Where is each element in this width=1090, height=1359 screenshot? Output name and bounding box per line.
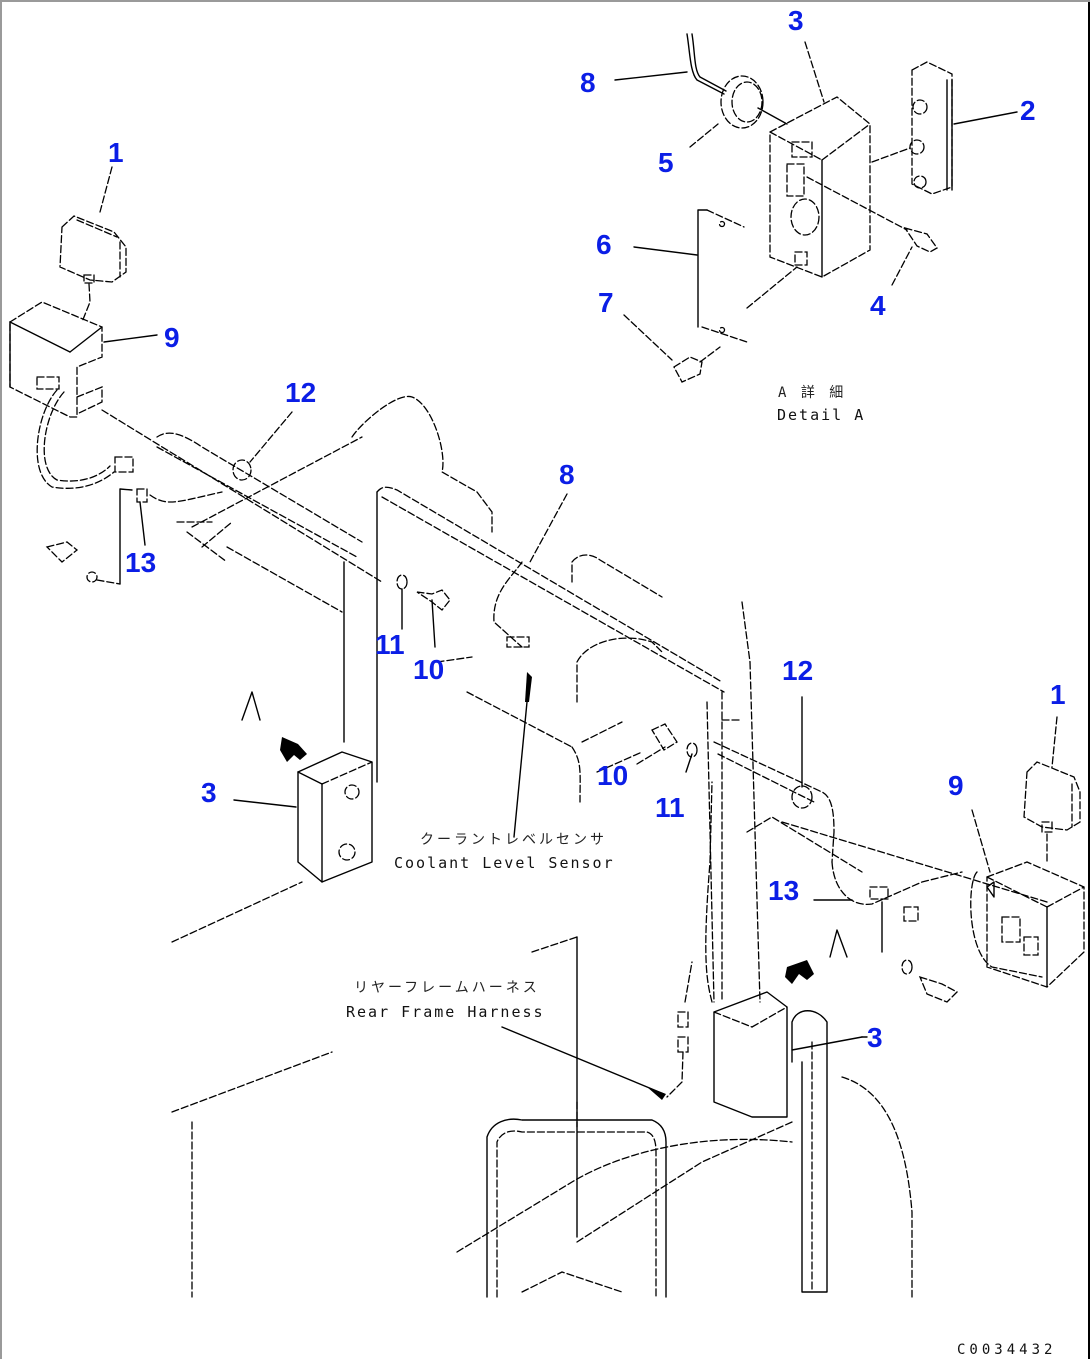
left-clamp-group — [45, 488, 223, 585]
callout-left-12[interactable]: 12 — [285, 377, 316, 408]
drawing-code: C0034432 — [957, 1342, 1056, 1358]
harness-label-jp: リヤーフレームハーネス — [354, 980, 540, 996]
callout-detail-5[interactable]: 5 — [658, 147, 674, 178]
callout-mid-8[interactable]: 8 — [559, 459, 575, 490]
view-marker-glyph-right — [829, 929, 848, 958]
callout-left-13[interactable]: 13 — [125, 547, 156, 578]
view-arrow-left — [280, 737, 307, 762]
coolant-sensor-arrow — [525, 672, 532, 702]
callout-detail-8[interactable]: 8 — [580, 67, 596, 98]
detail-label-jp: A 詳 細 — [778, 385, 846, 401]
callout-right-11[interactable]: 11 — [655, 792, 685, 823]
right-harness-group — [651, 719, 1048, 1003]
view-marker-glyph-left — [241, 691, 261, 721]
right-lamp-assembly — [970, 761, 1085, 988]
bulb-socket-part — [806, 176, 938, 253]
callout-right-13[interactable]: 13 — [768, 875, 799, 906]
left-bolt-washer — [396, 574, 451, 648]
view-arrow-right — [785, 960, 814, 984]
coolant-sensor-label-jp: クーラントレベルセンサ — [420, 832, 607, 848]
callout-numbers: 3 8 2 5 6 7 4 1 9 12 13 8 11 10 3 12 1 9… — [108, 5, 1066, 1053]
lamp-housing-part — [769, 96, 871, 278]
callout-mid-10[interactable]: 10 — [413, 654, 444, 685]
left-lamp-box — [280, 737, 373, 883]
left-harness-clip — [232, 459, 252, 481]
left-lamp-bracket — [9, 301, 103, 418]
bolt-part — [673, 346, 721, 383]
detail-wire-inner — [691, 33, 727, 92]
callout-right-10[interactable]: 10 — [597, 760, 628, 791]
callout-mid-11[interactable]: 11 — [375, 629, 405, 660]
right-lamp-box — [713, 960, 863, 1293]
coolant-sensor-label-en: Coolant Level Sensor — [394, 854, 615, 872]
callout-detail-2[interactable]: 2 — [1020, 95, 1036, 126]
callout-detail-4[interactable]: 4 — [870, 290, 886, 321]
rear-frame-harness-strand — [705, 781, 713, 1003]
callout-right-3[interactable]: 3 — [867, 1022, 883, 1053]
callout-detail-6[interactable]: 6 — [596, 229, 612, 260]
lower-handrail — [486, 1118, 667, 1298]
right-harness-clip — [791, 785, 813, 809]
callout-left-1[interactable]: 1 — [108, 137, 124, 168]
callout-left-9[interactable]: 9 — [164, 322, 180, 353]
leader-lines — [99, 41, 1058, 1100]
callout-right-9[interactable]: 9 — [948, 770, 964, 801]
gasket-plate-part — [697, 209, 798, 343]
left-lamp-cable — [36, 389, 115, 489]
lamp-lens-part — [871, 61, 953, 195]
callout-detail-7[interactable]: 7 — [598, 287, 614, 318]
callout-detail-3[interactable]: 3 — [788, 5, 804, 36]
text-annotations: A 詳 細 Detail A クーラントレベルセンサ Coolant Level… — [346, 385, 1056, 1358]
callout-left-3[interactable]: 3 — [201, 777, 217, 808]
detail-label-en: Detail A — [777, 406, 865, 424]
left-connector — [114, 456, 134, 473]
callout-right-12[interactable]: 12 — [782, 655, 813, 686]
harness-label-en: Rear Frame Harness — [346, 1003, 545, 1021]
left-work-lamp — [59, 215, 127, 323]
detail-a-group — [673, 33, 953, 383]
callout-right-1[interactable]: 1 — [1050, 679, 1066, 710]
detail-wire — [686, 33, 725, 95]
grommet-part — [720, 75, 788, 129]
left-lamp-assembly — [9, 215, 134, 489]
